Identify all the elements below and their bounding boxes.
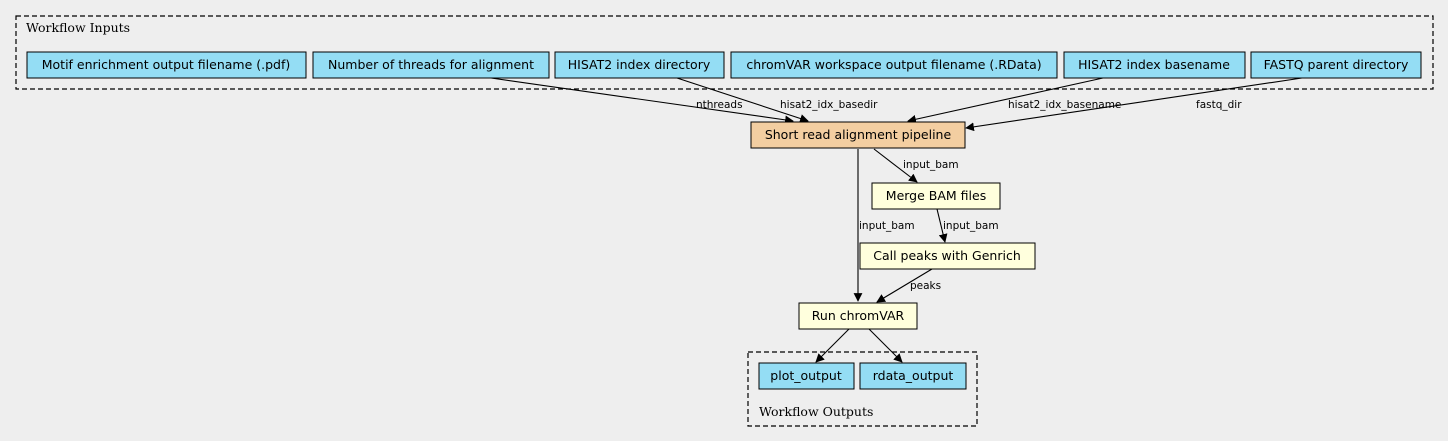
input-nthreads[interactable]: Number of threads for alignment bbox=[312, 51, 550, 79]
edge-label-hisat2-idx-basedir: hisat2_idx_basedir bbox=[780, 99, 878, 111]
output-plot[interactable]: plot_output bbox=[758, 362, 855, 390]
workflow-inputs-cluster: Workflow Inputs bbox=[15, 15, 1434, 90]
input-fastq-dir[interactable]: FASTQ parent directory bbox=[1250, 51, 1422, 79]
input-rdata-name-label: chromVAR workspace output filename (.RDa… bbox=[746, 57, 1041, 72]
output-plot-label: plot_output bbox=[770, 368, 842, 383]
input-fastq-dir-label: FASTQ parent directory bbox=[1264, 57, 1409, 72]
step-merge-bam-label: Merge BAM files bbox=[886, 188, 986, 203]
edge-peaks-chromvar bbox=[876, 268, 933, 303]
edge-nthreads bbox=[490, 77, 794, 125]
workflow-outputs-label: Workflow Outputs bbox=[759, 404, 873, 419]
output-rdata-label: rdata_output bbox=[873, 368, 954, 383]
edge-merge-peaks bbox=[936, 208, 948, 243]
input-motif-pdf-label: Motif enrichment output filename (.pdf) bbox=[42, 57, 291, 72]
input-motif-pdf[interactable]: Motif enrichment output filename (.pdf) bbox=[26, 51, 307, 79]
edge-fastq-dir bbox=[965, 77, 1303, 132]
input-nthreads-label: Number of threads for alignment bbox=[328, 57, 534, 72]
edge-label-align-chromvar: input_bam bbox=[859, 220, 915, 232]
edge-chromvar-plot bbox=[815, 328, 850, 363]
edge-hisat2-base bbox=[907, 77, 1104, 124]
edge-chromvar-rdata bbox=[868, 328, 903, 363]
edge-label-fastq-dir: fastq_dir bbox=[1196, 99, 1242, 111]
input-hisat2-dir-label: HISAT2 index directory bbox=[568, 57, 711, 72]
input-hisat2-base-label: HISAT2 index basename bbox=[1078, 57, 1230, 72]
step-merge-bam[interactable]: Merge BAM files bbox=[871, 182, 1001, 210]
edge-label-hisat2-idx-basename: hisat2_idx_basename bbox=[1008, 99, 1121, 111]
edge-label-align-merge: input_bam bbox=[903, 159, 959, 171]
edge-hisat2-dir bbox=[676, 77, 809, 123]
edge-label-peaks-chromvar: peaks bbox=[910, 280, 941, 292]
workflow-inputs-label: Workflow Inputs bbox=[26, 20, 130, 35]
step-run-chromvar[interactable]: Run chromVAR bbox=[798, 302, 918, 330]
edge-align-merge bbox=[873, 148, 918, 183]
step-short-read-alignment-label: Short read alignment pipeline bbox=[765, 127, 952, 142]
step-call-peaks-label: Call peaks with Genrich bbox=[873, 248, 1021, 263]
workflow-outputs-cluster: Workflow Outputs bbox=[747, 351, 978, 427]
input-hisat2-dir[interactable]: HISAT2 index directory bbox=[554, 51, 725, 79]
edge-label-merge-peaks: input_bam bbox=[943, 220, 999, 232]
edge-labels: nthreads hisat2_idx_basedir hisat2_idx_b… bbox=[696, 99, 1242, 292]
output-rdata[interactable]: rdata_output bbox=[859, 362, 967, 390]
edge-label-nthreads: nthreads bbox=[696, 99, 743, 111]
step-call-peaks[interactable]: Call peaks with Genrich bbox=[859, 242, 1036, 270]
input-hisat2-base[interactable]: HISAT2 index basename bbox=[1063, 51, 1246, 79]
edges bbox=[490, 77, 1303, 363]
step-short-read-alignment[interactable]: Short read alignment pipeline bbox=[750, 121, 966, 149]
input-rdata-name[interactable]: chromVAR workspace output filename (.RDa… bbox=[730, 51, 1058, 79]
step-run-chromvar-label: Run chromVAR bbox=[812, 308, 905, 323]
